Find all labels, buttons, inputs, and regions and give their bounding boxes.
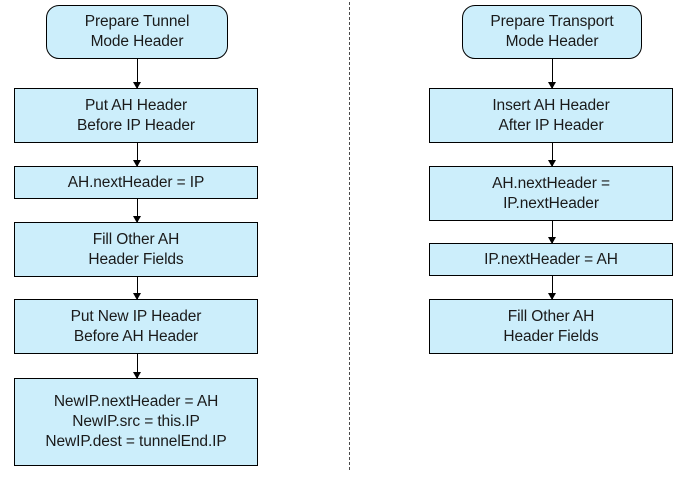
- flow-node-tunnel-ah-nextheader: AH.nextHeader = IP: [14, 166, 258, 199]
- connector-line: [137, 143, 138, 166]
- connector-line: [552, 276, 553, 299]
- connector-line: [137, 199, 138, 222]
- flow-node-tunnel-put-ah: Put AH Header Before IP Header: [14, 88, 258, 143]
- arrowhead-icon: [133, 293, 142, 300]
- flow-node-transport-insert-ah: Insert AH Header After IP Header: [429, 88, 673, 143]
- flow-node-tunnel-put-new-ip: Put New IP Header Before AH Header: [14, 299, 258, 354]
- flow-node-transport-ip-nextheader: IP.nextHeader = AH: [429, 243, 673, 276]
- arrowhead-icon: [548, 293, 557, 300]
- arrowhead-icon: [133, 160, 142, 167]
- connector-line: [552, 143, 553, 166]
- arrowhead-icon: [548, 82, 557, 89]
- connector-line: [137, 354, 138, 378]
- flow-node-transport-start: Prepare Transport Mode Header: [462, 5, 642, 59]
- flow-node-tunnel-newip-fields: NewIP.nextHeader = AH NewIP.src = this.I…: [14, 378, 258, 466]
- flow-node-tunnel-start: Prepare Tunnel Mode Header: [46, 5, 228, 59]
- arrowhead-icon: [548, 237, 557, 244]
- flow-node-transport-ah-nextheader: AH.nextHeader = IP.nextHeader: [429, 166, 673, 221]
- connector-line: [137, 277, 138, 299]
- arrowhead-icon: [133, 216, 142, 223]
- arrowhead-icon: [133, 372, 142, 379]
- connector-line: [552, 59, 553, 88]
- column-divider: [349, 2, 350, 470]
- connector-line: [552, 221, 553, 243]
- arrowhead-icon: [133, 82, 142, 89]
- flow-node-transport-fill-other: Fill Other AH Header Fields: [429, 299, 673, 354]
- connector-line: [137, 59, 138, 88]
- flow-node-tunnel-fill-other: Fill Other AH Header Fields: [14, 222, 258, 277]
- arrowhead-icon: [548, 160, 557, 167]
